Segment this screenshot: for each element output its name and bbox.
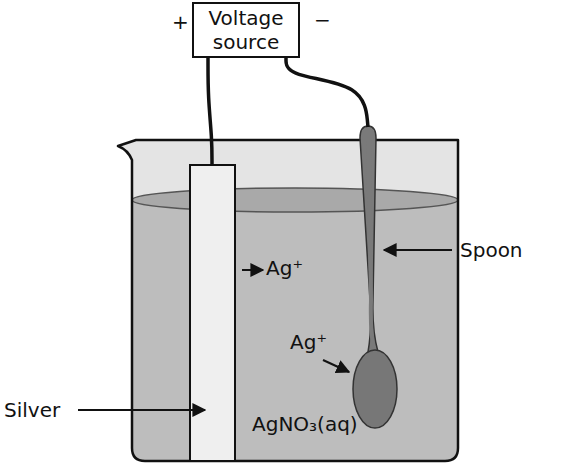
ion-label: Ag⁺: [266, 256, 303, 280]
ion-arrow: [242, 269, 263, 271]
wire: [208, 58, 212, 165]
liquid-surface: [132, 188, 458, 212]
polarity-sign: −: [314, 8, 331, 32]
spoon-handle: [360, 126, 378, 352]
polarity-sign: +: [172, 10, 189, 34]
leader-line: [78, 409, 205, 411]
wire: [286, 58, 368, 127]
node-label: Voltage source: [201, 6, 291, 54]
silver-electrode: [190, 165, 235, 461]
solution-label: AgNO₃(aq): [252, 412, 358, 436]
beaker-interior: [118, 140, 458, 461]
beaker: [118, 140, 458, 461]
ion-label: Ag⁺: [290, 330, 327, 354]
ion-arrow: [323, 360, 349, 372]
leader-line: [384, 249, 452, 251]
part-label: Spoon: [460, 238, 523, 262]
spoon-bowl: [353, 350, 397, 428]
solution: [132, 200, 458, 461]
voltage-source-box: Voltage source: [192, 2, 300, 58]
part-label: Silver: [4, 398, 60, 422]
